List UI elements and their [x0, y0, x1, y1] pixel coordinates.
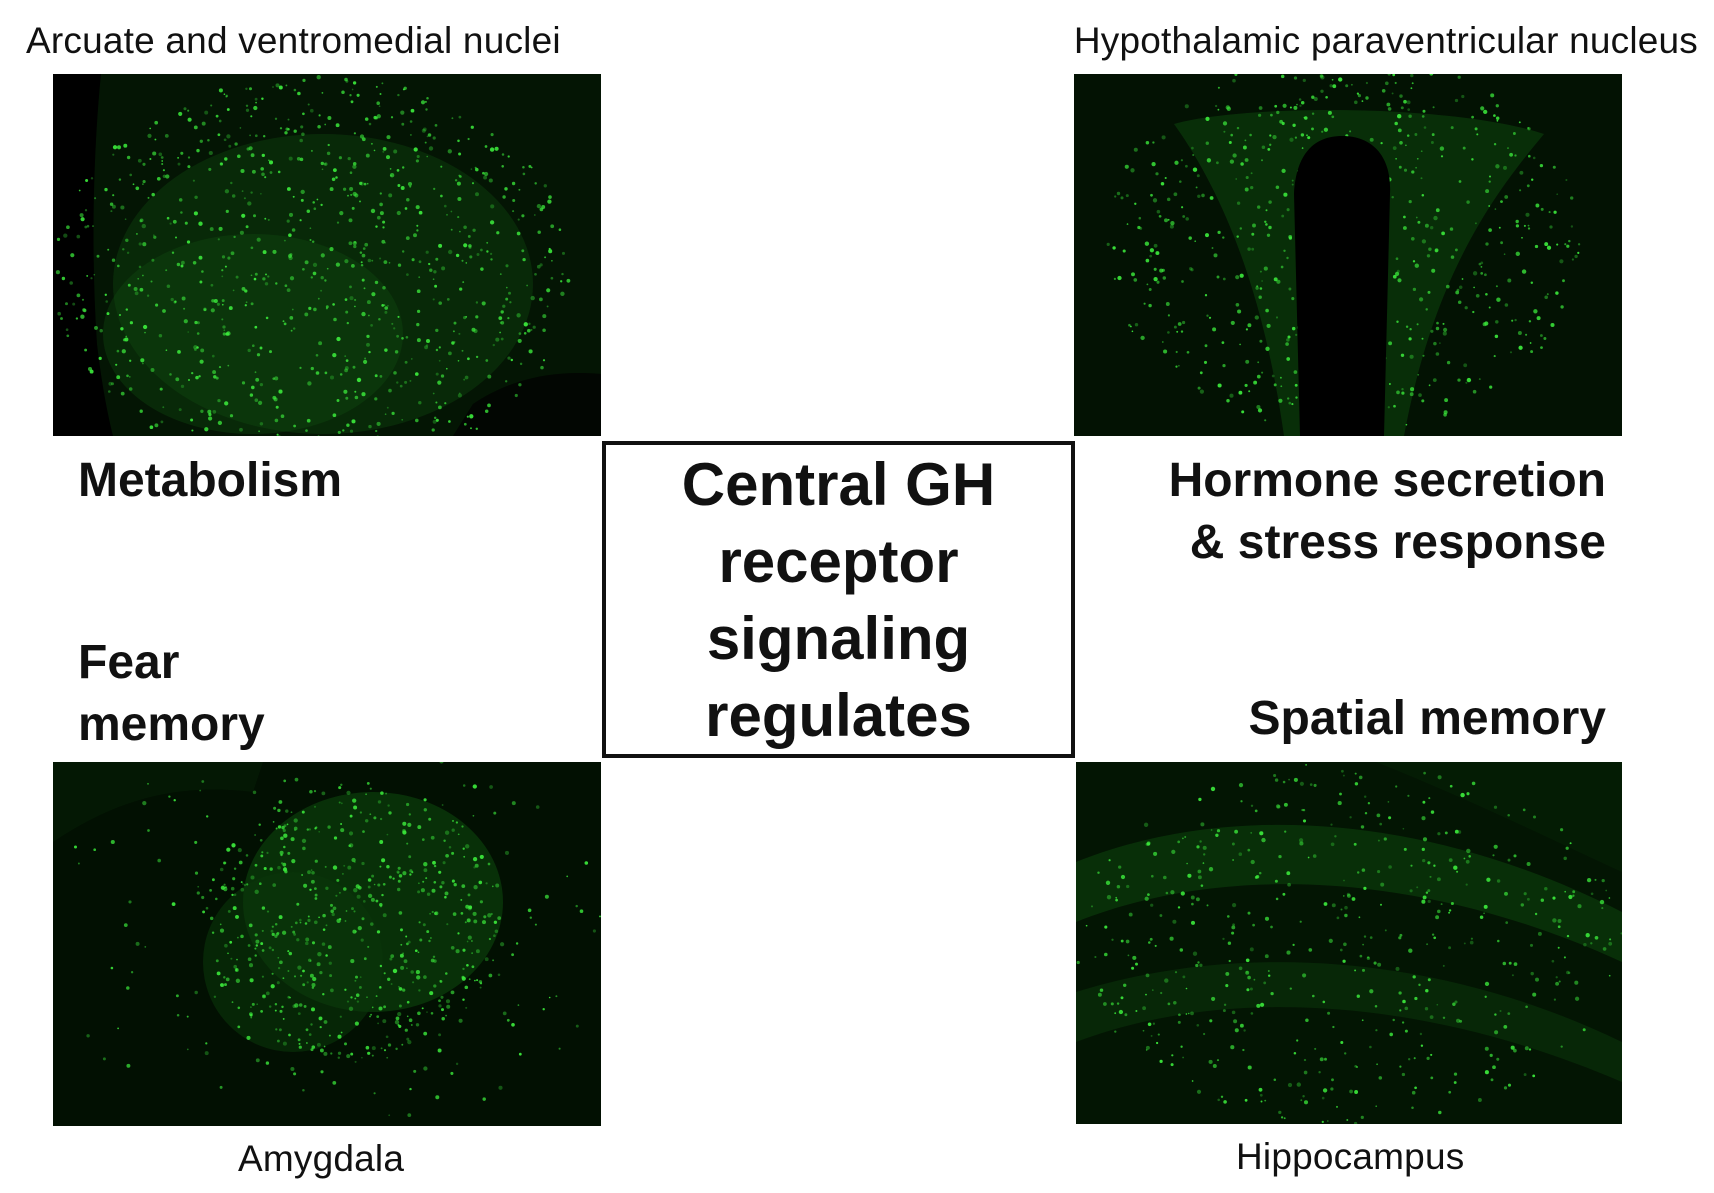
micrograph-amygdala — [53, 762, 601, 1126]
region-label-paraventricular: Hypothalamic paraventricular nucleus — [1073, 20, 1698, 61]
function-label-fear-line1: Fear — [78, 636, 180, 689]
central-statement-box: Central GH receptor signaling regulates — [602, 441, 1075, 758]
central-line-3: signaling — [706, 604, 971, 672]
region-label-hippocampus: Hippocampus — [1236, 1136, 1465, 1177]
function-label-hormone-line1: Hormone secretion — [1168, 454, 1606, 507]
function-label-fear-memory: Fear memory — [78, 632, 265, 756]
central-line-2: receptor — [718, 527, 959, 595]
micrograph-arcuate — [53, 74, 601, 436]
function-label-hormone-line2: & stress response — [1189, 516, 1606, 569]
region-label-amygdala: Amygdala — [238, 1138, 405, 1179]
micrograph-paraventricular — [1074, 74, 1622, 436]
central-line-4: regulates — [705, 681, 972, 749]
function-label-metabolism: Metabolism — [78, 454, 343, 507]
function-label-hormone-secretion: Hormone secretion & stress response — [1169, 450, 1606, 574]
function-label-spatial-memory: Spatial memory — [1248, 692, 1606, 745]
micrograph-hippocampus — [1076, 762, 1622, 1124]
central-line-1: Central GH — [681, 450, 996, 518]
function-label-fear-line2: memory — [78, 698, 265, 751]
region-label-arcuate: Arcuate and ventromedial nuclei — [26, 20, 561, 61]
